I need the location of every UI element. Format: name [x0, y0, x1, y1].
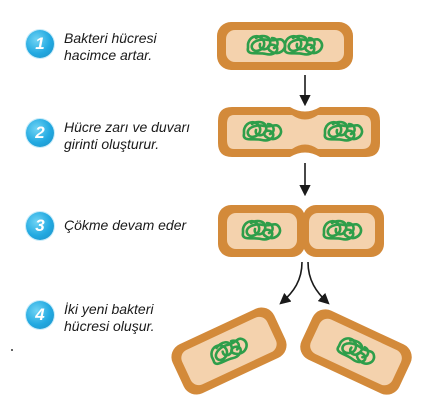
step-4-text: İki yeni bakteri hücresi oluşur.	[64, 301, 155, 334]
split-arrows	[279, 261, 330, 305]
cell-stage-1	[217, 22, 353, 70]
cell-stage-2	[218, 107, 380, 157]
step-1-badge: 1	[26, 30, 54, 58]
step-3: 3 Çökme devam eder	[26, 212, 186, 240]
stray-dot	[11, 349, 13, 351]
step-3-badge: 3	[26, 212, 54, 240]
daughter-cell-right	[300, 309, 412, 395]
cell-stage-3	[218, 205, 384, 257]
step-1: 1 Bakteri hücresi hacimce artar.	[26, 30, 157, 64]
step-2-badge: 2	[26, 119, 54, 147]
step-2: 2 Hücre zarı ve duvarı girinti oluşturur…	[26, 119, 190, 153]
step-4: 4 İki yeni bakteri hücresi oluşur.	[26, 301, 155, 335]
daughter-cell-left	[171, 307, 287, 395]
step-3-text: Çökme devam eder	[64, 217, 187, 233]
step-4-badge: 4	[26, 301, 54, 329]
step-1-text: Bakteri hücresi hacimce artar.	[64, 30, 157, 63]
step-2-text: Hücre zarı ve duvarı girinti oluşturur.	[64, 119, 191, 152]
